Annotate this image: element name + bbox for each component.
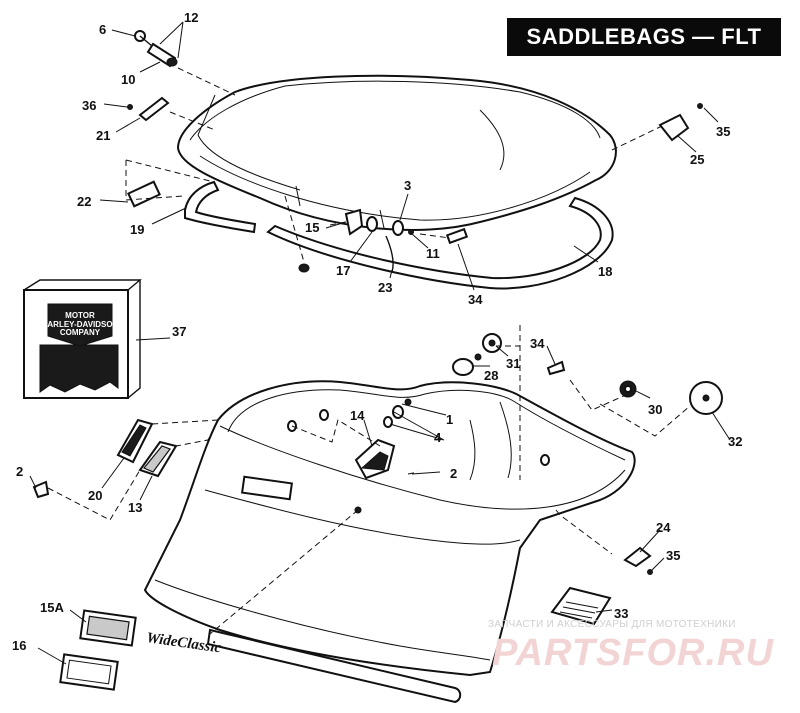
callout-35-lower: 35 bbox=[666, 548, 680, 563]
leader-lines bbox=[29, 21, 731, 665]
pad bbox=[127, 180, 161, 208]
reflector-mounts bbox=[32, 418, 178, 499]
watermark-brand: PARTSFOR.RU bbox=[492, 632, 774, 674]
callout-6: 6 bbox=[99, 22, 106, 37]
callout-35-upper: 35 bbox=[716, 124, 730, 139]
callout-25: 25 bbox=[690, 152, 704, 167]
callout-37: 37 bbox=[172, 324, 186, 339]
decal-line2: HARLEY-DAVIDSON bbox=[42, 320, 119, 329]
callout-24: 24 bbox=[656, 520, 671, 535]
callout-34-lower: 34 bbox=[530, 336, 545, 351]
callout-1: 1 bbox=[446, 412, 453, 427]
mount-hardware bbox=[452, 333, 723, 415]
callout-15: 15 bbox=[305, 220, 319, 235]
saddlebag-lid bbox=[176, 74, 617, 231]
callout-labels: 12 6 10 36 21 22 19 15 17 3 11 23 34 18 … bbox=[12, 10, 742, 653]
lock-assembly bbox=[134, 30, 178, 68]
assembly-lines bbox=[47, 67, 691, 635]
hinge-bracket bbox=[658, 103, 703, 142]
lid-trim-rail bbox=[266, 196, 614, 290]
latch-plate bbox=[127, 96, 170, 122]
saddlebag-body bbox=[143, 380, 636, 704]
callout-28: 28 bbox=[484, 368, 498, 383]
callout-2-left: 2 bbox=[16, 464, 23, 479]
hinge-rail bbox=[184, 180, 257, 234]
callout-18: 18 bbox=[598, 264, 612, 279]
callout-36: 36 bbox=[82, 98, 96, 113]
callout-15A: 15A bbox=[40, 600, 64, 615]
callout-22: 22 bbox=[77, 194, 91, 209]
callout-13: 13 bbox=[128, 500, 142, 515]
callout-19: 19 bbox=[130, 222, 144, 237]
callout-33: 33 bbox=[614, 606, 628, 621]
callout-11: 11 bbox=[426, 246, 440, 261]
decal-box: MOTOR HARLEY-DAVIDSON COMPANY bbox=[23, 279, 142, 399]
callout-21: 21 bbox=[96, 128, 110, 143]
callout-14: 14 bbox=[350, 408, 365, 423]
callout-17: 17 bbox=[336, 263, 350, 278]
callout-2-right: 2 bbox=[450, 466, 457, 481]
callout-12: 12 bbox=[184, 10, 198, 25]
callout-20: 20 bbox=[88, 488, 102, 503]
reflector-16 bbox=[59, 653, 119, 691]
callout-31: 31 bbox=[506, 356, 520, 371]
callout-10: 10 bbox=[121, 72, 135, 87]
latch-catch bbox=[354, 398, 412, 480]
callout-32: 32 bbox=[728, 434, 742, 449]
callout-23: 23 bbox=[378, 280, 392, 295]
bottom-pad bbox=[550, 586, 612, 626]
decal-line3: COMPANY bbox=[60, 328, 101, 337]
callout-16: 16 bbox=[12, 638, 26, 653]
reflector-15A bbox=[79, 609, 137, 647]
watermark-subtitle: ЗАПЧАСТИ И АКСЕССУАРЫ ДЛЯ МОТОТЕХНИКИ bbox=[488, 619, 736, 630]
callout-3: 3 bbox=[404, 178, 411, 193]
decal-line1: MOTOR bbox=[65, 311, 95, 320]
diagram-title: SADDLEBAGS — FLT bbox=[507, 18, 781, 56]
lower-bracket bbox=[623, 546, 653, 575]
callout-4: 4 bbox=[434, 430, 442, 445]
latch-hardware bbox=[298, 208, 469, 273]
callout-34-upper: 34 bbox=[468, 292, 483, 307]
callout-30: 30 bbox=[648, 402, 662, 417]
